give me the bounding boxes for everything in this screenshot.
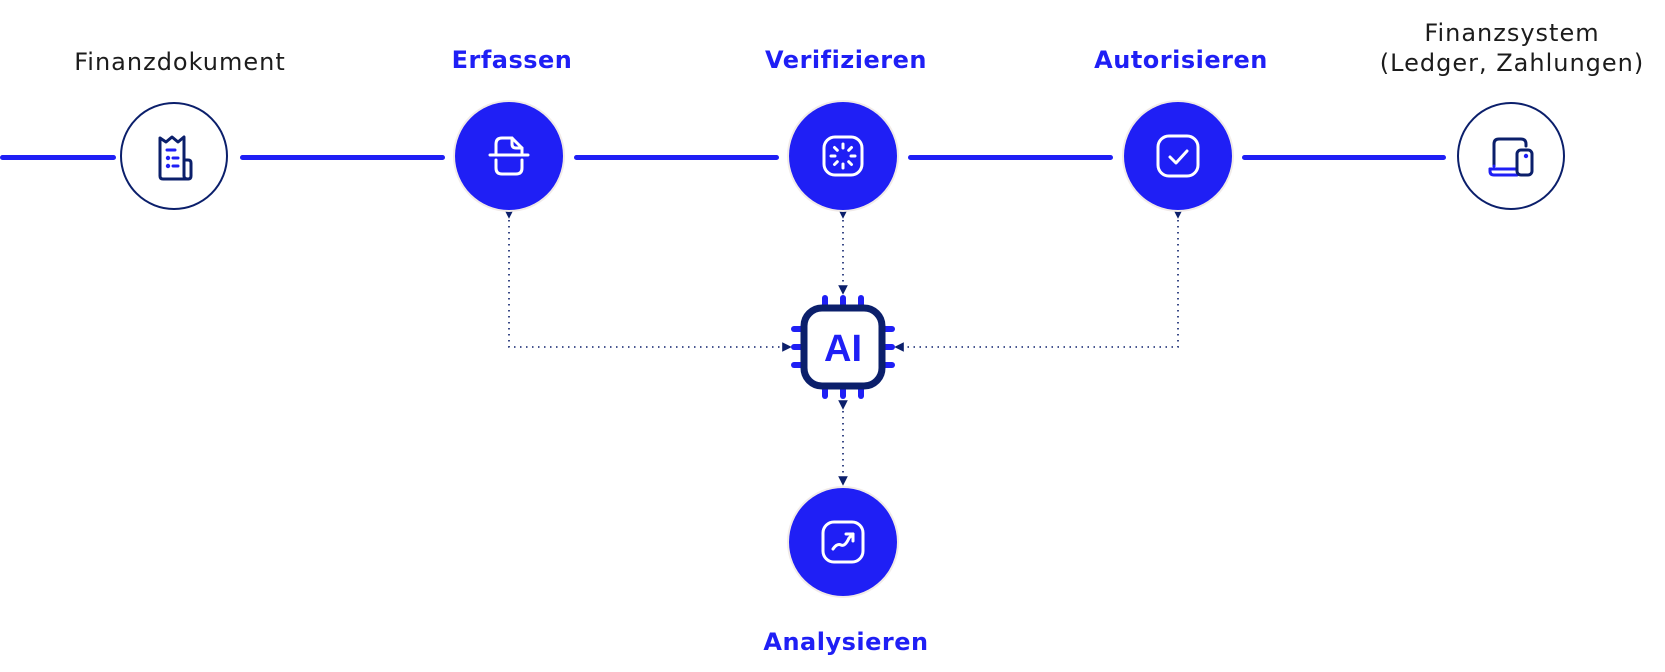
verify-label: Verifizieren [765,46,927,74]
source-label: Finanzdokument [74,48,286,76]
connector-capture-ai [504,209,792,352]
analyze-label: Analysieren [763,628,929,656]
flow-line-doc-capture [240,155,445,160]
authorize-node[interactable] [1124,102,1232,210]
flow-line-verify-authorize [908,155,1113,160]
document-scan-icon [488,136,530,176]
verify-node[interactable] [789,102,897,210]
capture-label: Erfassen [451,46,573,74]
target-label: Finanzsystem (Ledger, Zahlungen) [1380,18,1644,78]
trending-chart-icon [821,520,865,564]
authorize-label: Autorisieren [1094,46,1268,74]
analyze-node[interactable] [789,488,897,596]
laptop-mobile-icon [1488,137,1534,177]
source-node[interactable] [120,102,228,210]
loading-spinner-icon [822,135,864,177]
flow-line-start [0,155,116,160]
flow-line-authorize-system [1242,155,1446,160]
flow-line-capture-verify [574,155,779,160]
target-label-line2: (Ledger, Zahlungen) [1379,49,1645,77]
target-label-line1: Finanzsystem [1424,19,1600,47]
capture-node[interactable] [455,102,563,210]
receipt-icon [158,135,193,181]
checkbox-check-icon [1156,134,1200,178]
target-node[interactable] [1457,102,1565,210]
connector-authorize-ai [894,209,1183,352]
ai-chip-icon: AI [791,295,895,399]
ai-node[interactable]: AI [791,295,895,399]
ai-chip-label: AI [824,328,862,370]
